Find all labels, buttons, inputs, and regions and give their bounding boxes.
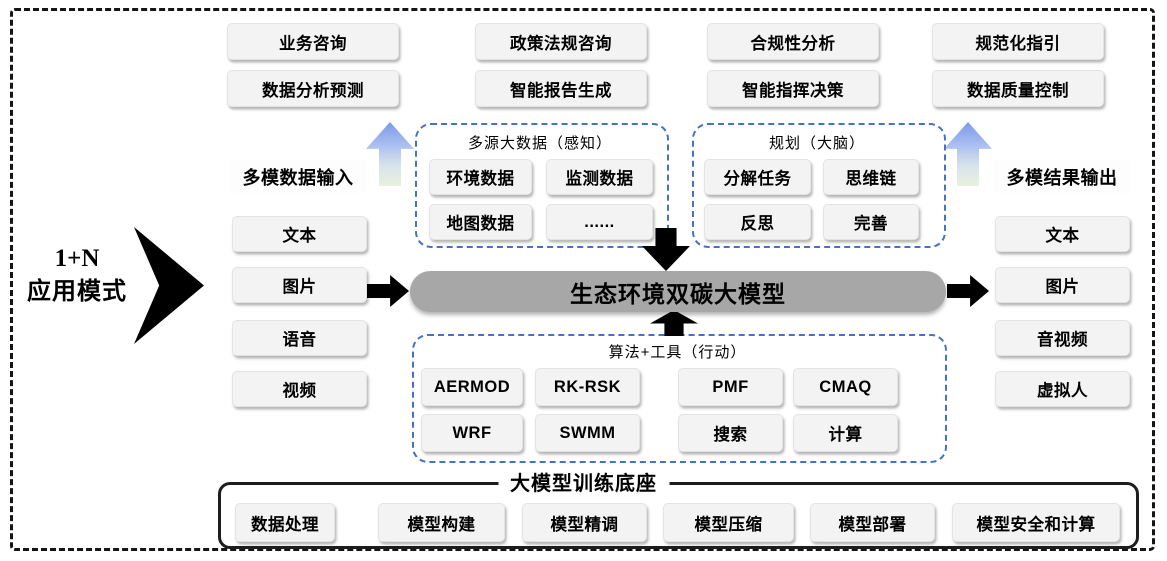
- foundation-title: 大模型训练底座: [498, 467, 669, 496]
- planning-title: 规划（大脑）: [768, 135, 865, 152]
- mode-label-line2: 应用模式: [27, 277, 127, 305]
- tools-title: 算法+工具（行动）: [608, 344, 747, 361]
- input-box-text: 文本: [232, 216, 367, 252]
- output-box-image: 图片: [995, 267, 1130, 303]
- app-box-compliance-analysis: 合规性分析: [707, 23, 879, 60]
- perception-group: [415, 123, 669, 248]
- perception-box-monitor-data: 监测数据: [546, 159, 653, 195]
- foundation-box-model-compress: 模型压缩: [663, 503, 794, 542]
- tools-box-wrf: WRF: [421, 414, 523, 452]
- foundation-group: [218, 482, 1139, 549]
- input-box-image: 图片: [232, 267, 367, 303]
- tools-box-compute: 计算: [793, 414, 898, 452]
- perception-box-more: ......: [546, 204, 653, 240]
- output-column-title: 多模结果输出: [993, 160, 1131, 193]
- output-box-audio-video: 音视频: [995, 320, 1130, 356]
- tools-box-swmm: SWMM: [535, 414, 640, 452]
- planning-box-reflection: 反思: [704, 204, 811, 240]
- app-box-business-consult: 业务咨询: [227, 23, 399, 60]
- output-box-text: 文本: [995, 216, 1130, 252]
- foundation-box-model-security-compute: 模型安全和计算: [952, 503, 1120, 542]
- perception-title: 多源大数据（感知）: [467, 135, 612, 152]
- app-box-policy-consult: 政策法规咨询: [475, 23, 647, 60]
- foundation-box-model-deploy: 模型部署: [810, 503, 935, 542]
- outer-dashed-border: [10, 8, 1155, 551]
- perception-box-map-data: 地图数据: [429, 204, 532, 240]
- app-box-report-generation: 智能报告生成: [475, 70, 647, 107]
- planning-box-chain-of-thought: 思维链: [823, 159, 919, 195]
- input-column-title: 多模数据输入: [229, 160, 367, 193]
- foundation-box-data-processing: 数据处理: [235, 503, 335, 542]
- core-model-bar: 生态环境双碳大模型: [410, 271, 946, 312]
- mode-label: 1+N 应用模式: [18, 243, 136, 307]
- planning-group: [692, 123, 946, 248]
- app-box-data-quality-control: 数据质量控制: [932, 70, 1104, 107]
- input-box-voice: 语音: [232, 320, 367, 356]
- output-box-virtual-human: 虚拟人: [995, 371, 1130, 407]
- tools-box-search: 搜索: [678, 414, 783, 452]
- mode-label-line1: 1+N: [54, 245, 100, 272]
- tools-box-cmaq: CMAQ: [793, 368, 898, 406]
- foundation-box-model-finetune: 模型精调: [522, 503, 647, 542]
- app-box-command-decision: 智能指挥决策: [707, 70, 879, 107]
- app-box-standard-guide: 规范化指引: [932, 23, 1104, 60]
- tools-box-rk-rsk: RK-RSK: [535, 368, 640, 406]
- tools-box-aermod: AERMOD: [421, 368, 523, 406]
- planning-box-task-decompose: 分解任务: [704, 159, 811, 195]
- foundation-box-model-build: 模型构建: [378, 503, 505, 542]
- tools-box-pmf: PMF: [678, 368, 783, 406]
- perception-box-env-data: 环境数据: [429, 159, 532, 195]
- app-box-data-analysis-forecast: 数据分析预测: [227, 70, 399, 107]
- planning-box-refine: 完善: [823, 204, 919, 240]
- input-box-video: 视频: [232, 371, 367, 407]
